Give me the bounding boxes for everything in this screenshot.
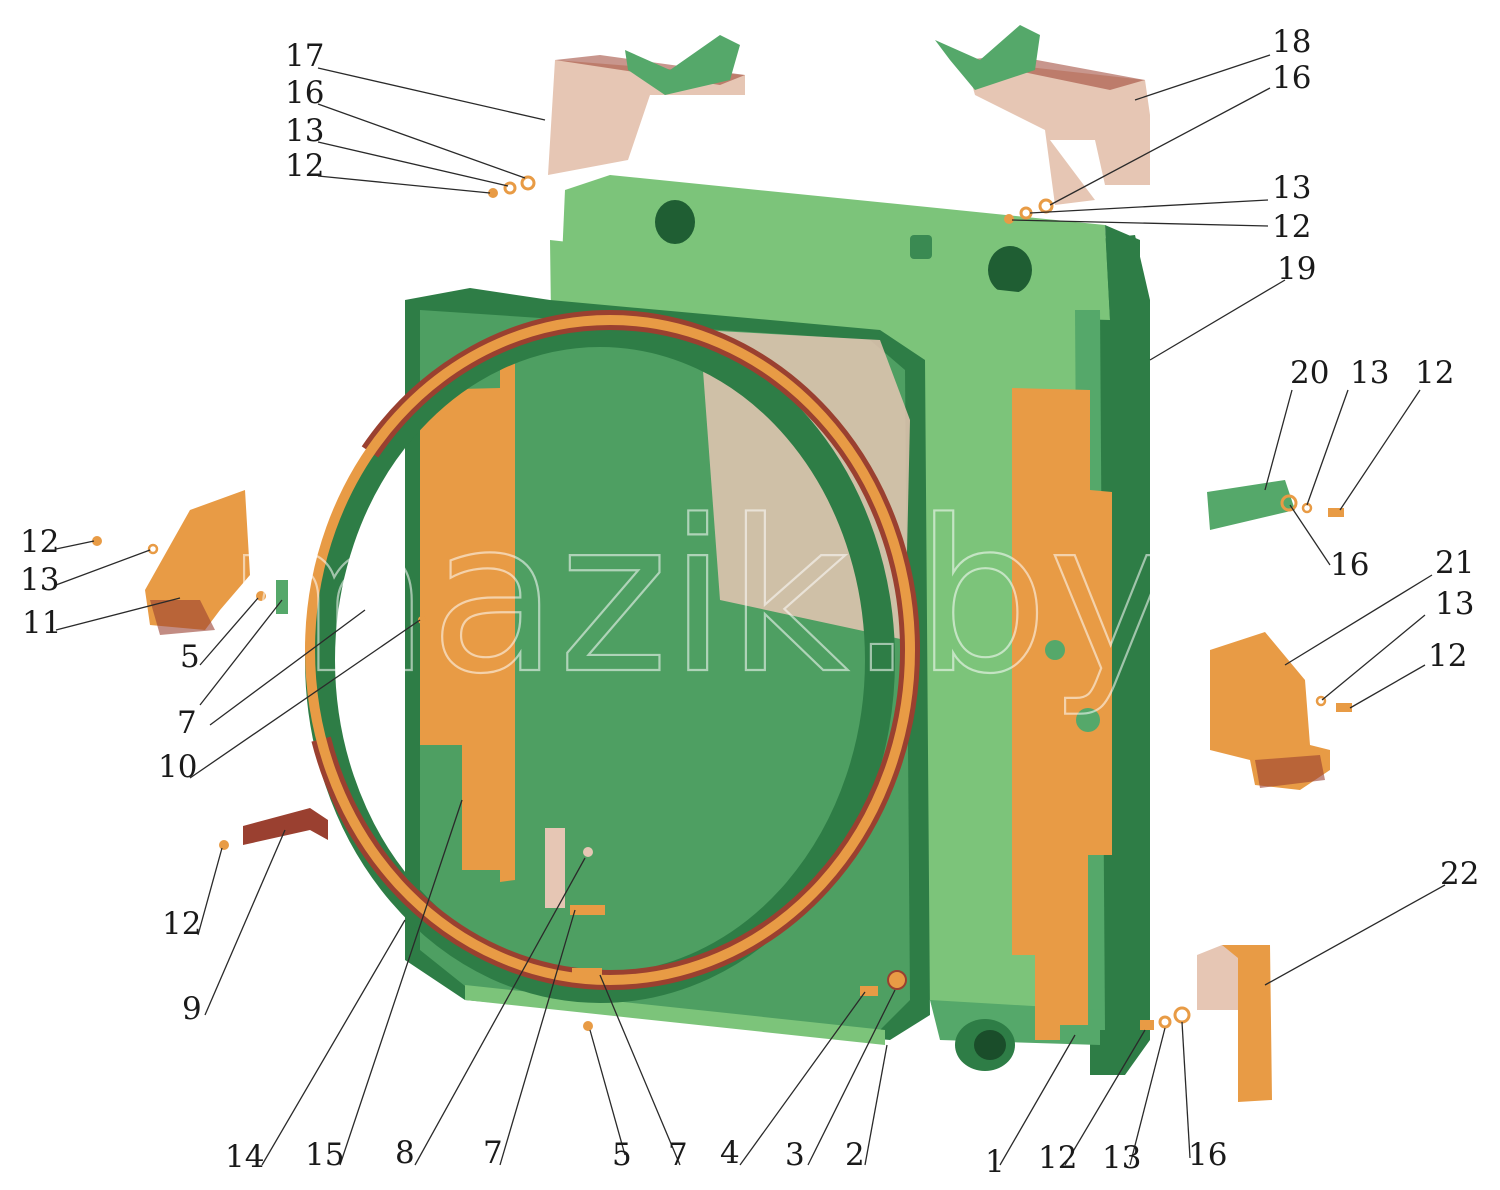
callout-10: 10 [158, 749, 197, 785]
bracket-17 [548, 35, 745, 175]
clip-7a [276, 580, 288, 614]
callout-1: 1 [985, 1144, 1005, 1180]
bolt-12d [219, 840, 229, 850]
callout-18: 18 [1272, 24, 1311, 60]
bolt-12c [92, 536, 102, 546]
washer-13f [1158, 1015, 1172, 1029]
filler-neck [910, 235, 932, 259]
bolt-4 [860, 986, 878, 996]
washer-3 [887, 970, 907, 990]
upper-pipe-right [988, 246, 1032, 294]
callout-5: 5 [612, 1137, 632, 1173]
callout-13: 13 [1272, 170, 1311, 206]
bracket-22 [1197, 945, 1272, 1102]
clip-8 [545, 828, 565, 908]
side-plate-19 [1012, 388, 1112, 1040]
callout-15: 15 [305, 1137, 344, 1173]
callout-12: 12 [1038, 1140, 1077, 1176]
callout-11: 11 [22, 605, 61, 641]
washer-16d [1173, 1006, 1191, 1024]
washer-16a [520, 175, 536, 191]
callout-12: 12 [1428, 638, 1467, 674]
callout-17: 17 [285, 38, 324, 74]
nut-5a [256, 591, 266, 601]
bolt-12b [1004, 214, 1014, 224]
nut-5b [583, 1021, 593, 1031]
bolt-12a [488, 188, 498, 198]
callout-16: 16 [1188, 1137, 1227, 1173]
callout-7: 7 [483, 1135, 503, 1171]
callout-13: 13 [1102, 1140, 1141, 1176]
callout-3: 3 [785, 1137, 805, 1173]
washer-13b [1019, 206, 1033, 220]
side-plate-14 [420, 340, 548, 882]
callout-2: 2 [845, 1137, 865, 1173]
bracket-11 [145, 490, 250, 635]
washer-13c [147, 543, 159, 555]
callout-19: 19 [1277, 251, 1316, 287]
callout-21: 21 [1435, 545, 1474, 581]
callout-5: 5 [180, 639, 200, 675]
callout-20: 20 [1290, 355, 1329, 391]
washer-13a [503, 181, 517, 195]
watermark: mazik.by [225, 475, 1173, 720]
clip-7b [570, 905, 605, 915]
callout-13: 13 [285, 113, 324, 149]
callout-16: 16 [1330, 547, 1369, 583]
callout-labels: 17 16 13 12 18 16 13 12 19 20 13 12 16 2… [20, 24, 1479, 1180]
washer-13e [1315, 695, 1327, 707]
callout-22: 22 [1440, 856, 1479, 892]
fan-shroud [405, 288, 930, 1045]
callout-7: 7 [177, 705, 197, 741]
washer-13d [1301, 502, 1313, 514]
bracket-9 [243, 808, 328, 845]
callout-7: 7 [668, 1137, 688, 1173]
washer-16b [1038, 198, 1054, 214]
callout-13: 13 [1435, 586, 1474, 622]
bolt-12e [1328, 508, 1344, 517]
callout-12: 12 [285, 148, 324, 184]
callout-9: 9 [182, 991, 202, 1027]
leader-lines [55, 54, 1446, 1166]
callout-12: 12 [162, 906, 201, 942]
callout-12: 12 [1272, 209, 1311, 245]
callout-8: 8 [395, 1135, 415, 1171]
washer-16c [1280, 494, 1298, 512]
callout-12: 12 [1415, 355, 1454, 391]
callout-13: 13 [20, 562, 59, 598]
bolt-12g [1140, 1020, 1154, 1030]
bolt-12f [1336, 703, 1352, 712]
clip-7c [572, 968, 602, 978]
callout-13: 13 [1350, 355, 1389, 391]
callout-12: 12 [20, 524, 59, 560]
callout-4: 4 [720, 1135, 740, 1171]
callout-16: 16 [285, 75, 324, 111]
screw-10 [418, 616, 426, 624]
callout-14: 14 [225, 1139, 264, 1175]
bracket-20 [1207, 480, 1295, 530]
bracket-18 [935, 25, 1150, 205]
bracket-21 [1210, 632, 1330, 790]
upper-pipe-left [655, 200, 695, 244]
callout-16: 16 [1272, 60, 1311, 96]
pin-8 [583, 847, 593, 857]
